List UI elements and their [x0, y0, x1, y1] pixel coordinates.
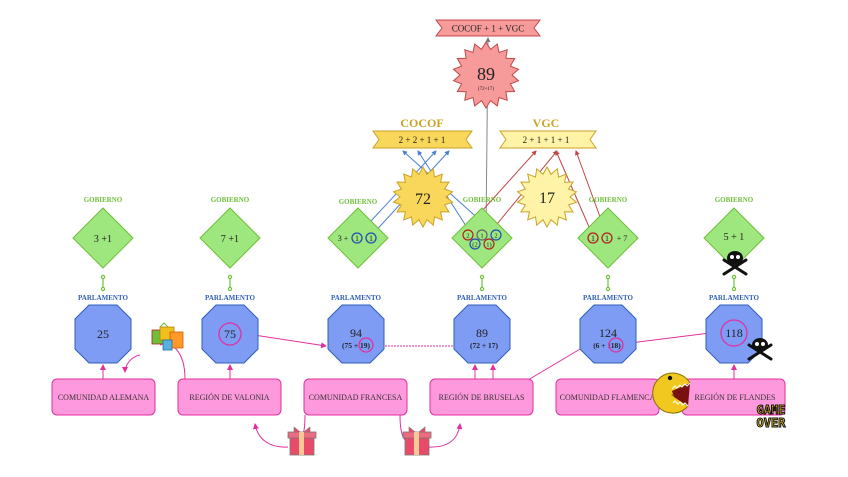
government-prefix: 3 +: [338, 234, 349, 243]
parliament-label: PARLAMENTO: [205, 294, 255, 302]
government-circle: 1): [486, 242, 491, 249]
parliament-sub: (6 + 118): [593, 341, 621, 350]
community-label: REGIÓN DE FLANDES: [695, 392, 776, 402]
game-over-icon: GAME OVER: [756, 403, 787, 431]
parliaments-row: PARLAMENTO 25 PARLAMENTO 75 PARLAMENTO 9…: [74, 294, 763, 364]
game-over-line1: GAME: [757, 403, 786, 417]
government-value: 3 +1: [94, 234, 112, 245]
community-brussels: REGIÓN DE BRUSELAS: [429, 378, 534, 416]
government-circle: 2: [494, 233, 497, 240]
top-banner: COCOF + 1 + VGC: [435, 19, 541, 37]
vgc-title: VGC: [533, 116, 560, 130]
community-label: REGIÓN DE BRUSELAS: [439, 392, 525, 402]
community-label: REGIÓN DE VALONIA: [189, 392, 269, 402]
parliament-flemish: PARLAMENTO 124 (6 + 118): [579, 294, 637, 364]
government-circle: 1: [480, 233, 483, 240]
government-value: 7 +1: [221, 234, 239, 245]
top-banner-label: COCOF + 1 + VGC: [452, 24, 525, 34]
community-walloon: REGIÓN DE VALONIA: [177, 378, 282, 416]
government-label: GOBIERNO: [589, 196, 628, 204]
government-german: GOBIERNO 3 +1: [72, 196, 134, 269]
top-star-sub: (72+17): [478, 87, 494, 92]
parliament-german: PARLAMENTO 25: [74, 294, 132, 364]
parliament-label: PARLAMENTO: [583, 294, 633, 302]
gift-icon: [402, 426, 432, 456]
government-brussels: GOBIERNO 2 1 2 (2 1): [451, 196, 513, 269]
parliament-sub: (75 + 19): [342, 341, 371, 350]
government-label: GOBIERNO: [463, 196, 502, 204]
government-circle: 1: [605, 234, 609, 243]
government-suffix: + 7: [617, 234, 628, 243]
government-circle: 1: [355, 234, 359, 243]
top-star: 89 (72+17): [452, 41, 520, 109]
cocof-banner: 2 + 2 + 1 + 1: [399, 135, 446, 145]
community-french: COMUNIDAD FRANCESA: [303, 378, 408, 416]
gift-pile-icon: [151, 322, 184, 351]
parliament-brussels: PARLAMENTO 89 (72 + 17): [453, 294, 511, 364]
parliament-value: 75: [224, 327, 236, 341]
top-star-value: 89: [477, 64, 495, 84]
governments-row: GOBIERNO 3 +1 GOBIERNO 7 +1 GOBIERNO 3 +…: [72, 196, 765, 269]
government-flemish: GOBIERNO 1 1 + 7: [577, 196, 639, 269]
cocof-star-value: 72: [415, 191, 431, 208]
government-circle: 1: [591, 234, 595, 243]
vgc-star: 17: [516, 165, 578, 229]
parliament-flanders: PARLAMENTO 118: [705, 294, 763, 364]
government-label: GOBIERNO: [211, 196, 250, 204]
skull-crossbones-icon: [722, 251, 748, 276]
parliament-value: 124: [599, 326, 617, 340]
cocof-star: 72: [392, 165, 454, 229]
parliament-label: PARLAMENTO: [78, 294, 128, 302]
community-flemish: COMUNIDAD FLAMENCA: [555, 378, 660, 416]
communities-row: COMUNIDAD ALEMANA REGIÓN DE VALONIA COMU…: [51, 378, 786, 416]
game-over-line2: OVER: [757, 416, 787, 430]
government-walloon: GOBIERNO 7 +1: [199, 196, 261, 269]
vgc-star-value: 17: [539, 190, 555, 207]
gift-icon: [287, 426, 317, 456]
government-circle: 1: [369, 234, 373, 243]
community-german: COMUNIDAD ALEMANA: [51, 378, 156, 416]
cocof-title: COCOF: [400, 116, 443, 130]
parliament-walloon: PARLAMENTO 75: [201, 294, 259, 364]
government-value: 5 + 1: [724, 232, 745, 243]
government-french: GOBIERNO 3 + 1 1: [327, 198, 389, 269]
parliament-value: 118: [725, 326, 743, 340]
skull-crossbones-icon: [747, 338, 773, 361]
vgc-group: VGC 2 + 1 + 1 + 1: [499, 116, 597, 149]
government-circle: 2: [466, 233, 469, 240]
government-circle: (2: [472, 242, 477, 249]
community-label: COMUNIDAD FLAMENCA: [560, 393, 656, 402]
parliament-value: 94: [350, 326, 362, 340]
government-label: GOBIERNO: [84, 196, 123, 204]
parliament-label: PARLAMENTO: [457, 294, 507, 302]
community-label: COMUNIDAD ALEMANA: [58, 393, 150, 402]
parliament-label: PARLAMENTO: [331, 294, 381, 302]
pacman-monster-icon: [652, 372, 691, 414]
government-label: GOBIERNO: [339, 198, 378, 206]
vgc-banner: 2 + 1 + 1 + 1: [523, 135, 570, 145]
parliament-value: 89: [476, 326, 488, 340]
government-label: GOBIERNO: [715, 196, 754, 204]
parliament-label: PARLAMENTO: [709, 294, 759, 302]
parliament-sub: (72 + 17): [470, 341, 499, 350]
community-label: COMUNIDAD FRANCESA: [309, 393, 403, 402]
parliament-value: 25: [97, 327, 109, 341]
cocof-group: COCOF 2 + 2 + 1 + 1: [372, 116, 473, 149]
parliament-french: PARLAMENTO 94 (75 + 19): [327, 294, 385, 364]
